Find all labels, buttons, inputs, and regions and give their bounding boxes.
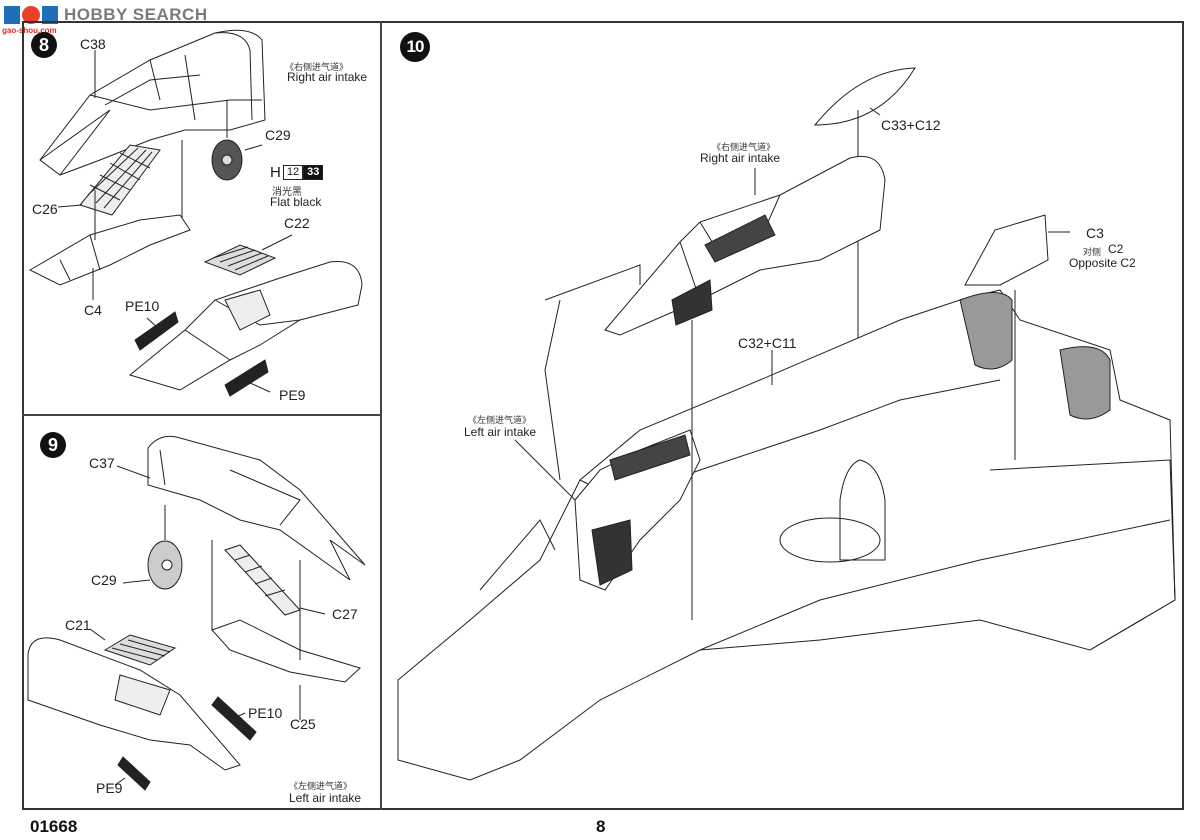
part-label-c29: C29 (91, 572, 117, 588)
caption-en-right-intake: Right air intake (287, 70, 368, 84)
part-label-c4: C4 (84, 302, 102, 318)
product-code: 01668 (30, 817, 78, 836)
part-label-c38: C38 (80, 36, 106, 52)
step9-grille-c27 (225, 545, 300, 615)
step9-grille-c21 (105, 635, 175, 665)
part-label-pe10: PE10 (125, 298, 160, 314)
step9-intake-assembled (28, 638, 240, 770)
step-number-badge: 10 (400, 32, 430, 62)
step8-intake-c38 (40, 30, 265, 175)
step-number-badge: 9 (40, 432, 66, 458)
part-label-pe9: PE9 (279, 387, 306, 403)
paint-code-dark: 33 (303, 165, 324, 180)
part-label-c27: C27 (332, 606, 358, 622)
caption-cn-left-intake: 《左侧进气道》 (468, 416, 532, 426)
part-label-c29: C29 (265, 127, 291, 143)
part-label-pe9: PE9 (96, 780, 123, 796)
watermark-subtext: gao-shou.com (2, 26, 57, 35)
paint-prefix: H (270, 164, 281, 181)
caption-cn-right-intake: 《右侧进气道》 (712, 143, 776, 153)
step9-intake-c37 (148, 436, 365, 580)
caption-en-right-intake: Right air intake (700, 151, 781, 165)
note-en-opposite-c2: Opposite C2 (1069, 256, 1136, 270)
caption-cn-right-intake: 《右侧进气道》 (285, 63, 349, 73)
step-number-badge: 8 (31, 32, 57, 58)
step8-intake-assembled (130, 261, 362, 390)
step10-aircraft-fuselage (398, 265, 1175, 780)
part-label-c21: C21 (65, 617, 91, 633)
step8-grille-c22 (205, 245, 275, 275)
step8-fan-c29 (212, 100, 242, 180)
step9-floor-c25 (212, 540, 360, 682)
step9-photoetch-pe9 (118, 757, 150, 790)
step10-fin-c3 (965, 215, 1048, 285)
step10-right-intake (605, 156, 885, 335)
watermark: gao-shou.com HOBBY SEARCH (2, 2, 208, 35)
part-label-pe10: PE10 (248, 705, 283, 721)
step8-floor-c4 (30, 140, 190, 285)
caption-en-left-intake: Left air intake (464, 425, 537, 439)
step10-left-intake (575, 430, 700, 590)
part-label-c33-c12: C33+C12 (881, 117, 941, 133)
part-label-c32-c11: C32+C11 (738, 335, 797, 351)
caption-cn-left-intake: 《左侧进气道》 (289, 782, 353, 792)
page-number: 8 (596, 817, 606, 836)
part-label-c37: C37 (89, 455, 115, 471)
step10-callout-lines (515, 108, 1070, 620)
watermark-brand: HOBBY SEARCH (64, 5, 208, 24)
step-divider (22, 414, 382, 416)
step9-fan-c29 (148, 505, 182, 589)
caption-en-left-intake: Left air intake (289, 791, 362, 805)
step8-grille-c26 (80, 145, 160, 215)
leader-lines (58, 50, 325, 785)
part-label-c22: C22 (284, 215, 310, 231)
watermark-logo: gao-shou.com (2, 2, 60, 35)
part-label-c26: C26 (32, 201, 58, 217)
paint-code: H 12 33 (270, 164, 324, 181)
paint-name-en: Flat black (270, 195, 322, 209)
part-label-c25: C25 (290, 716, 316, 732)
note-cn-opposite: 对侧 (1083, 248, 1102, 258)
paint-name-cn: 消光黑 (272, 187, 302, 198)
paint-code-light: 12 (282, 165, 304, 180)
step8-photoetch-pe10 (135, 312, 178, 350)
part-label-c3: C3 (1086, 225, 1104, 241)
note-part-c2: C2 (1108, 242, 1124, 256)
step8-photoetch-pe9 (225, 360, 268, 396)
